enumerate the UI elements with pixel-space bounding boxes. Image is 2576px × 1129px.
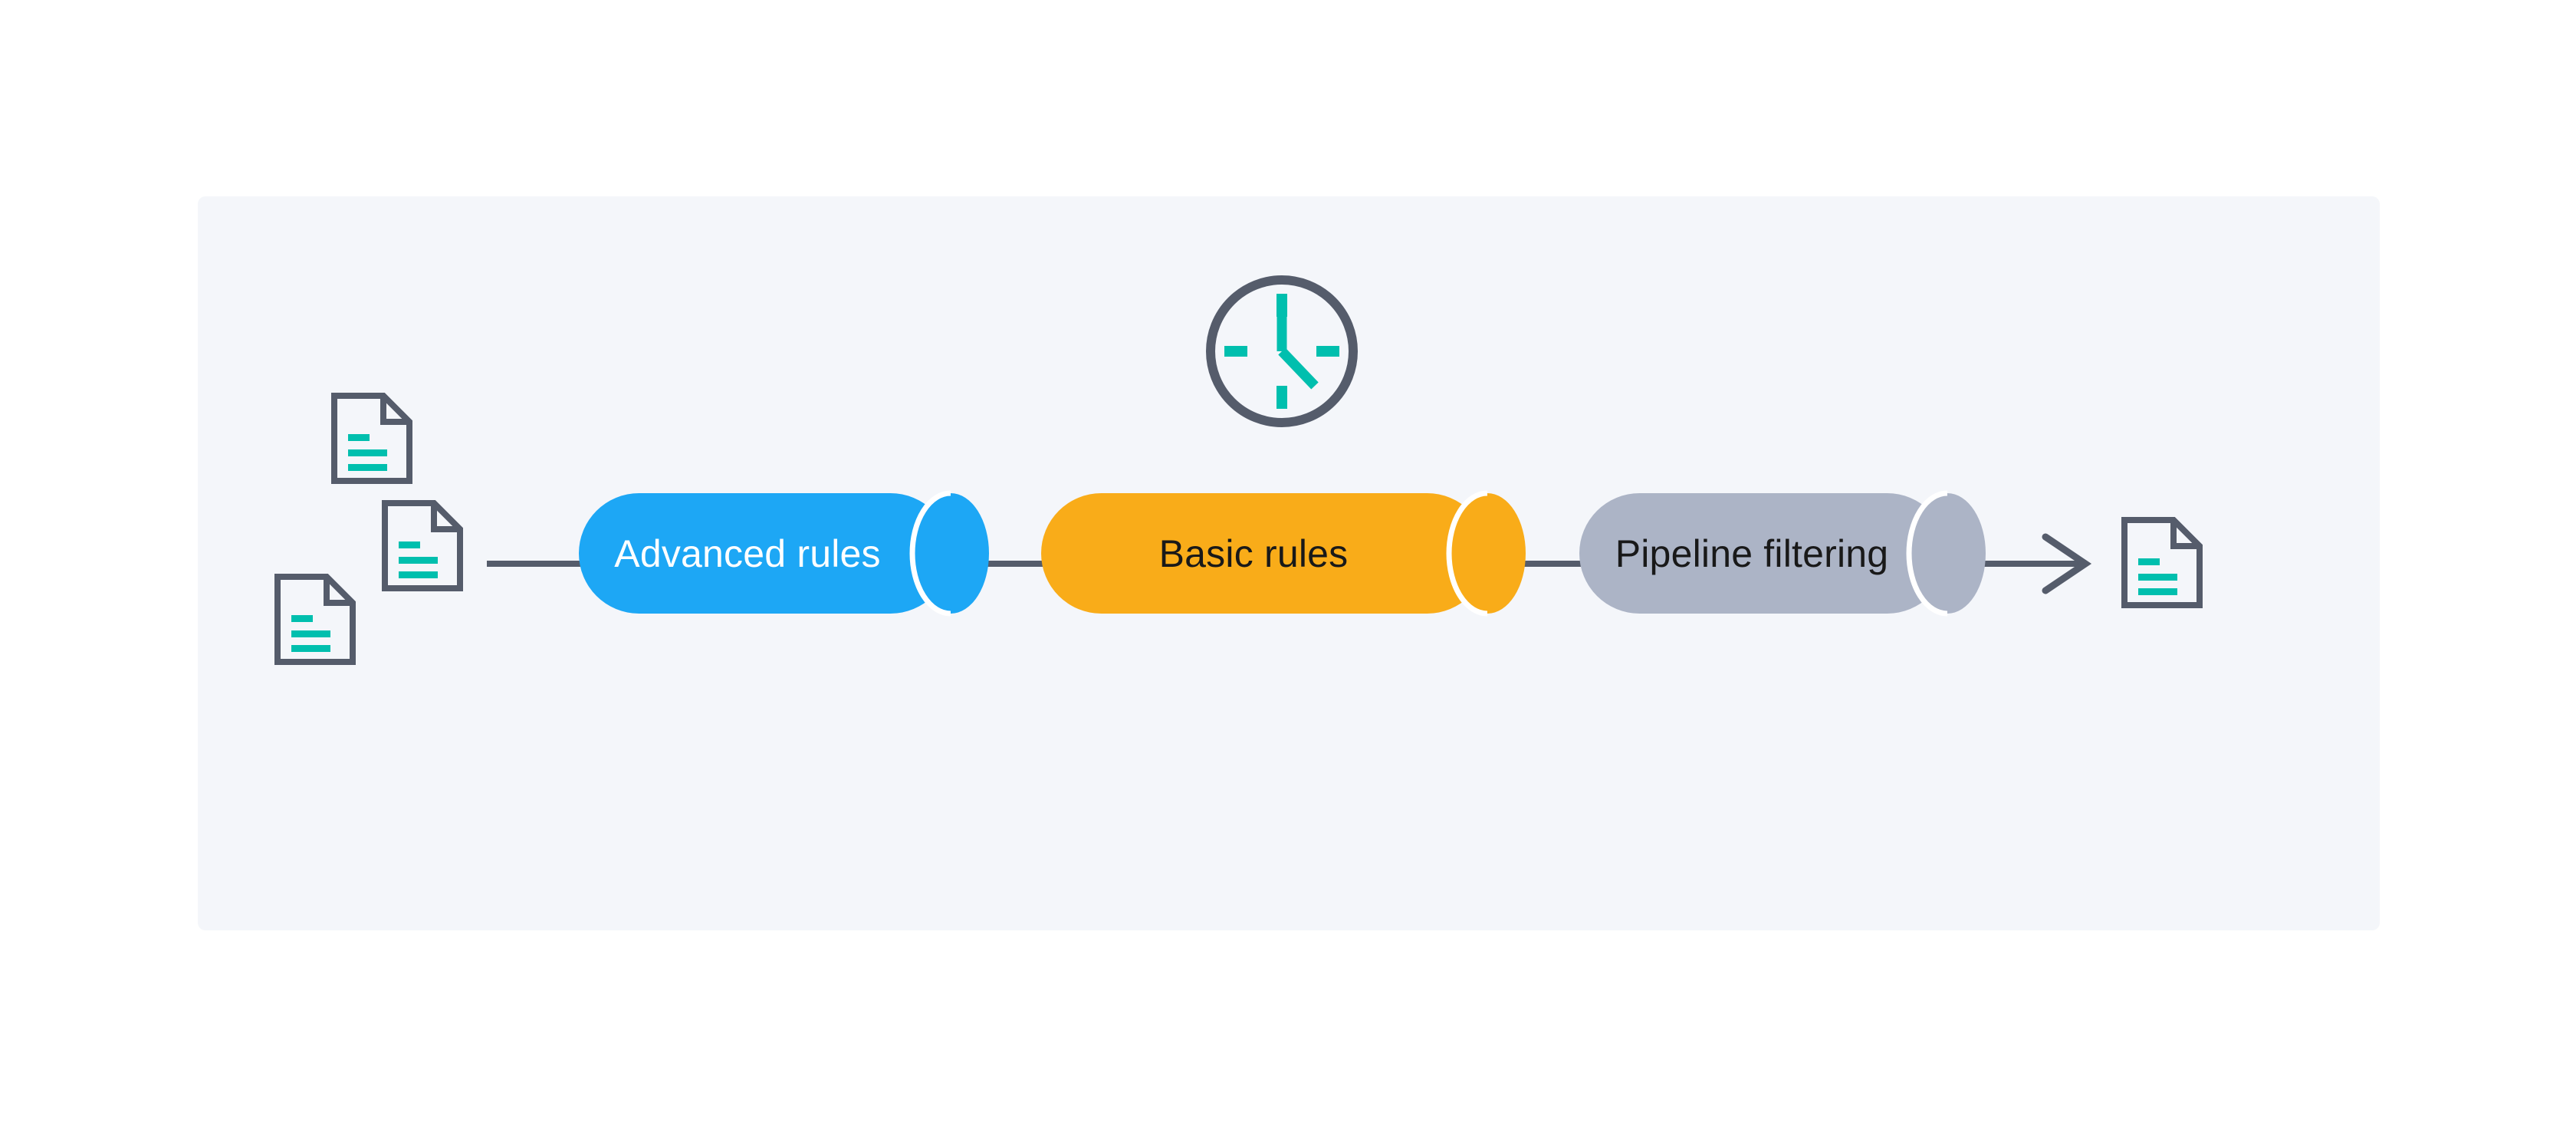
document-icon[interactable] <box>2124 520 2200 605</box>
cylinder-body-advanced <box>579 493 951 614</box>
source-documents-group <box>278 396 460 662</box>
stage-label-pipeline-filtering: Pipeline filtering <box>1615 532 1889 575</box>
stage-advanced-rules[interactable]: Advanced rules <box>579 490 989 617</box>
document-icon[interactable] <box>385 503 460 588</box>
cylinder-seam-arc-advanced <box>909 490 951 617</box>
cylinder-body-filtering <box>1579 493 1947 614</box>
stage-basic-rules[interactable]: Basic rules <box>1041 490 1526 617</box>
cylinder-cap-advanced <box>912 493 989 614</box>
cylinder-cap-filtering <box>1909 493 1986 614</box>
clock-hand-minute <box>1278 347 1319 390</box>
cylinder-body-basic <box>1041 493 1487 614</box>
clock-tick-3 <box>1316 346 1339 357</box>
arrow-right-icon <box>2042 533 2092 594</box>
clock-tick-9 <box>1224 346 1247 357</box>
clock-tick-6 <box>1276 386 1287 409</box>
stage-label-advanced-rules: Advanced rules <box>614 532 880 575</box>
cylinder-seam-arc-basic <box>1446 490 1488 617</box>
cylinder-cap-basic <box>1449 493 1526 614</box>
cylinder-seam-arc-filtering <box>1906 490 1948 617</box>
stage-label-basic-rules: Basic rules <box>1159 532 1349 575</box>
clock-icon <box>1206 275 1358 427</box>
document-icon[interactable] <box>278 577 353 662</box>
output-document-group <box>2124 520 2200 605</box>
document-icon[interactable] <box>334 396 409 481</box>
stage-pipeline-filtering[interactable]: Pipeline filtering <box>1579 490 1986 617</box>
